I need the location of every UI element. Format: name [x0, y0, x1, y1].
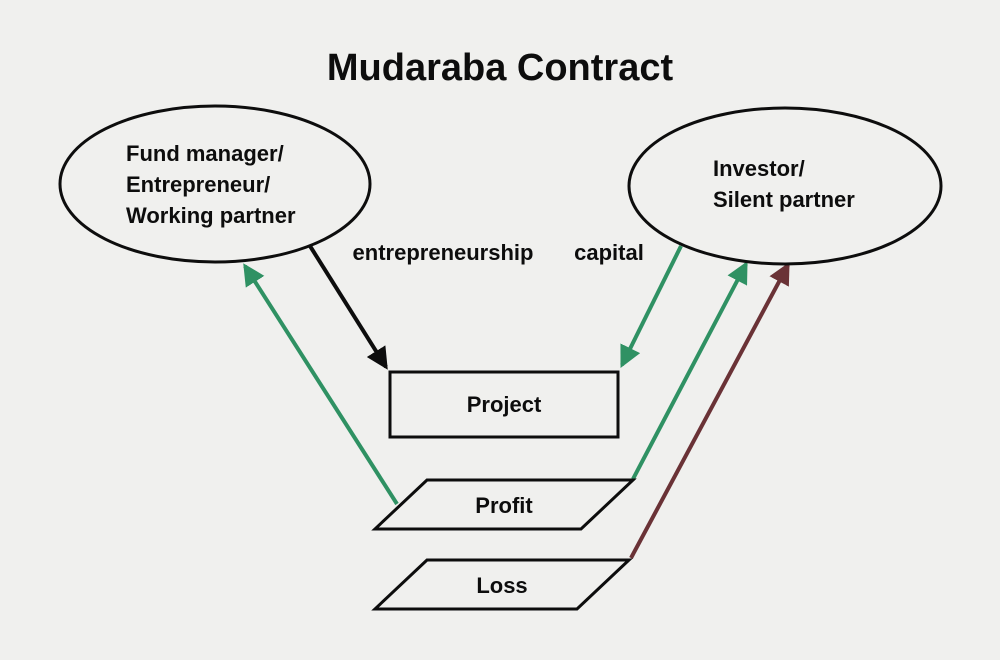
profit-label: Profit [475, 493, 533, 518]
edge-entrepreneurship-arrow [308, 244, 388, 370]
fund-manager-label-line1: Fund manager/ [126, 141, 284, 166]
edges [243, 244, 790, 559]
investor-ellipse [627, 106, 943, 266]
edge-capital-arrow [620, 245, 683, 368]
edge-label-entrepreneurship: entrepreneurship [353, 240, 534, 265]
investor-label-line2: Silent partner [713, 187, 855, 212]
diagram-title: Mudaraba Contract [327, 47, 674, 89]
loss-parallelogram [371, 558, 633, 611]
edge-loss-to-investor-arrow [629, 262, 790, 559]
edge-profit-to-investor-arrow [631, 261, 748, 480]
profit-parallelogram [371, 478, 637, 531]
project-rectangle [388, 370, 620, 439]
fund-manager-ellipse [58, 104, 372, 264]
node-project: Project [388, 370, 620, 439]
edge-label-capital: capital [574, 240, 644, 265]
edge-profit-to-fund-manager-arrow [243, 263, 399, 506]
investor-label-line1: Investor/ [713, 156, 805, 181]
loss-label: Loss [476, 573, 527, 598]
node-fund-manager: Fund manager/ Entrepreneur/ Working part… [58, 104, 372, 264]
fund-manager-label-line3: Working partner [126, 203, 296, 228]
node-investor: Investor/ Silent partner [627, 106, 943, 266]
node-profit: Profit [371, 478, 637, 531]
project-label: Project [467, 392, 542, 417]
node-loss: Loss [371, 558, 633, 611]
fund-manager-label-line2: Entrepreneur/ [126, 172, 270, 197]
